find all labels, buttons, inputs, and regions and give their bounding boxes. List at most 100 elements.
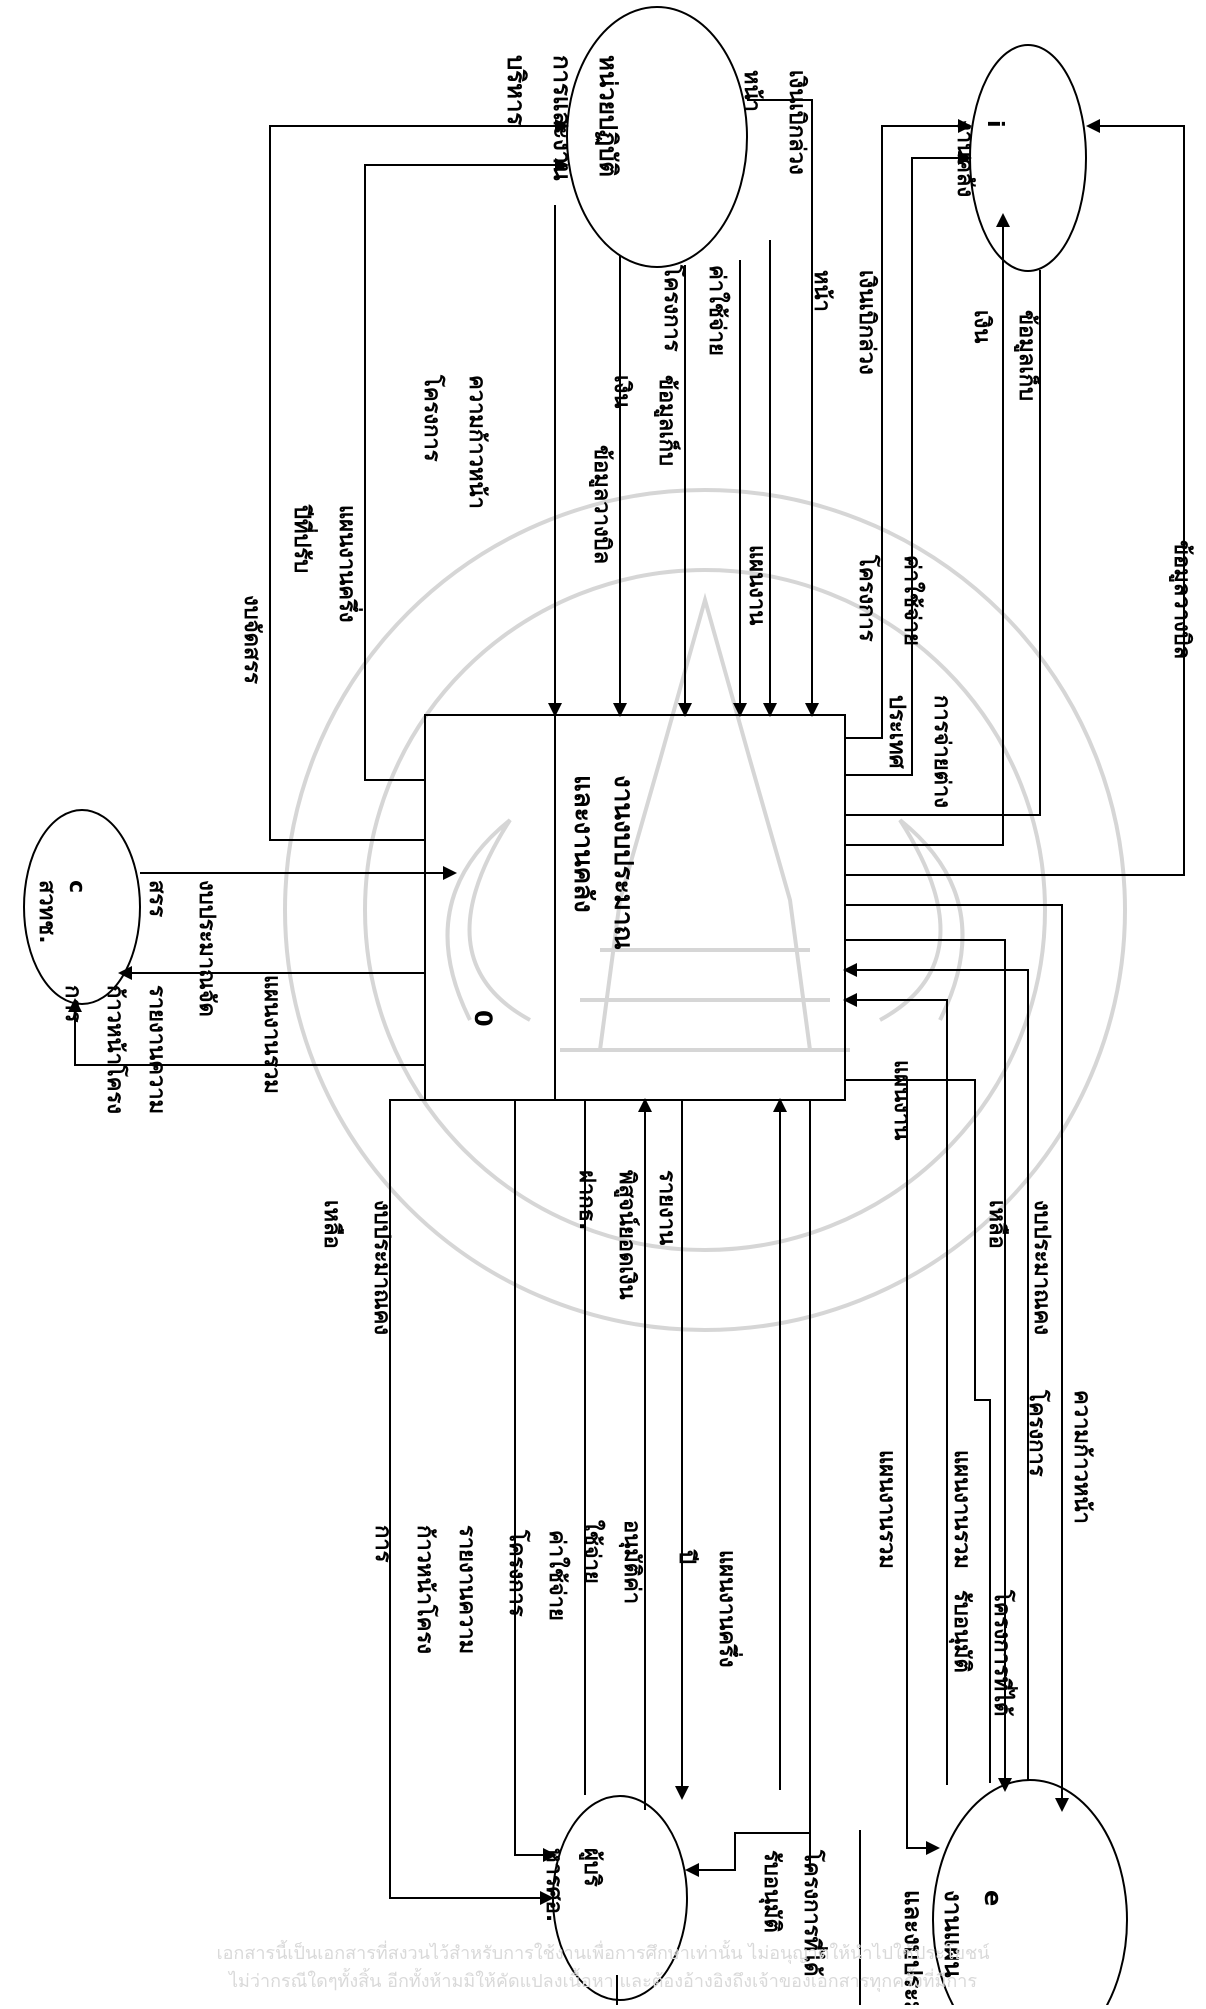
flow-a-expense-label: ค่าใช้จ่าย โครงการ: [504, 1529, 571, 1621]
flow-i-foreign-label-line-2: ประเทศ: [884, 695, 909, 770]
flow-ops-plan-label: แผนงานครึ่งปีที่ปรับ: [289, 504, 364, 623]
flow-c-plan-label-line-1: แผนงานรวม: [259, 975, 284, 1094]
flow-a-approve-label-line-2: ใช้จ่าย: [579, 1520, 606, 1584]
process-name-label-line-2: และงานคลัง: [568, 775, 598, 913]
process-id-label: 0: [469, 1010, 497, 1027]
flow-a-proof-label: รายงาน พิสูจน์ยอดเงิน ฝากธ.: [574, 1170, 679, 1300]
flow-line-ops-alloc: [269, 119, 569, 841]
flow-a-report-label-line-1: รายงานความ: [454, 1525, 479, 1654]
diagram-labels: 0 งานงบประมาณ และงานคลัง cสวทช. หน่วยปฏิบัติ…: [34, 55, 1194, 2009]
flow-a-proof-label-line-3: ฝากธ.: [574, 1170, 599, 1230]
flow-i-advance-label-line-2: หน้า: [809, 270, 834, 312]
flow-a-remaining-label: งบประมาณคง เหลือ: [319, 1200, 394, 1335]
flow-line-e-overall: [843, 993, 948, 1785]
entity-ops-label-line-1: หน่วยปฏิบัติ: [594, 55, 622, 177]
flow-i-expense-label-line-2: โครงการ: [854, 554, 881, 642]
flow-line-i-foreign: [845, 213, 1010, 846]
flow-line-e-approved: [845, 939, 1012, 1792]
flow-ops-lend-label: ข้อมูลวางบิล: [588, 445, 614, 564]
flow-e-overall2-label: แผนงานรวม: [949, 1450, 974, 1569]
flow-a-half-label-line-2: ปี: [674, 1549, 699, 1564]
process-id-label-line-1: 0: [469, 1010, 497, 1027]
flow-e-approved-label-line-2: รับอนุมัติ: [948, 1590, 974, 1673]
flow-ops-expense-label: ค่าใช้จ่าย โครงการ: [659, 264, 731, 356]
flow-i-money-label-line-2: เงิน: [969, 310, 994, 343]
entity-i-label-line-2: งานคลัง: [952, 120, 977, 197]
flow-e-progress-label-line-1: ความก้าวหน้า: [1069, 1390, 1094, 1524]
flow-ops-advance-label: เงินเบิกล่วง หน้า: [739, 70, 809, 175]
flow-a-remaining-label-line-2: เหลือ: [319, 1200, 344, 1249]
flow-ops-money-label-line-1: ข้อมูลเก็บ: [653, 375, 682, 466]
flow-a-half-label: แผนงานครึ่ง ปี: [674, 1549, 744, 1668]
flow-ops-expense-label-line-2: โครงการ: [659, 264, 686, 352]
entity-i-ellipse[interactable]: [969, 44, 1087, 272]
flow-ops-expense-label-line-1: ค่าใช้จ่าย: [704, 265, 731, 356]
flow-ops-advance-label-line-1: เงินเบิกล่วง: [784, 70, 809, 175]
flow-e-progress-label: ความก้าวหน้าโครงการ: [1024, 1389, 1094, 1524]
flow-e-overall-label: แผนงานรวม: [874, 1450, 899, 1569]
flow-c-budget-label: งบประมาณจัดสรร: [144, 880, 219, 1017]
flow-i-money-label-line-1: ข้อมูลเก็บ: [1013, 310, 1042, 401]
flow-ops-plan2-label: แผนงาน: [744, 545, 769, 625]
flow-e-approved-label: โครงการที่ได้ รับอนุมัติ: [948, 1589, 1019, 1716]
flow-a-approved-label-line-1: โครงการที่ได้: [799, 1849, 829, 1976]
process-name-label: งานงบประมาณ และงานคลัง: [568, 775, 638, 950]
entity-c-label-line-1: c: [64, 880, 89, 893]
flow-ops-alloc-label-line-1: งบจัดสรร: [239, 595, 264, 684]
entity-c-ellipse[interactable]: [23, 809, 141, 1005]
flow-line-i-expense: [845, 151, 972, 776]
flow-line-i-money: [845, 270, 1041, 816]
entity-e-ellipse[interactable]: [932, 1779, 1128, 2009]
flow-i-advance-label-line-1: เงินเบิกล่วง: [854, 270, 879, 375]
flow-ops-plan-label-line-1: แผนงานครึ่ง: [334, 505, 364, 623]
flow-line-e-remaining: [843, 963, 1029, 1780]
entity-admin-label-line-2: หารศอ.: [541, 1848, 566, 1922]
flow-line-e-progress: [845, 904, 1069, 1812]
flow-ops-progress-label: ความก้าวหน้าโครงการ: [419, 374, 489, 509]
flow-e-overall-label-line-1: แผนงานรวม: [874, 1450, 899, 1569]
flow-e-overall2-label-line-1: แผนงานรวม: [949, 1450, 974, 1569]
flow-line-i-lend: [845, 119, 1185, 876]
flow-e-plan-label-line-1: แผนงาน: [889, 1060, 914, 1140]
flow-ops-progress-label-line-1: ความก้าวหน้า: [464, 375, 489, 509]
entity-ops-label-line-3: บริหาร: [502, 55, 530, 125]
entity-c-label: cสวทช.: [34, 880, 89, 944]
flow-e-approved-label-line-1: โครงการที่ได้: [989, 1589, 1019, 1716]
flow-a-half-label-line-1: แผนงานครึ่ง: [714, 1550, 744, 1668]
flow-a-report-label-line-2: ก้าวหน้าโครง: [412, 1525, 439, 1654]
flow-i-lend-label: ข้อมูลวางบิล: [1168, 540, 1194, 659]
flow-ops-advance-label-line-2: หน้า: [739, 70, 764, 112]
flow-a-approved-label-line-2: รับอนุมัติ: [758, 1850, 784, 1933]
flow-ops-plan2-label-line-1: แผนงาน: [744, 545, 769, 625]
entity-i-label-line-1: i: [982, 120, 1007, 128]
flow-i-expense-label-line-1: ค่าใช้จ่าย: [899, 555, 926, 646]
flow-a-approve-label: อนุมัติค่า ใช้จ่าย: [579, 1520, 644, 1604]
process-box-0[interactable]: [424, 714, 846, 1101]
flow-c-report-label-line-1: รายงานความ: [144, 985, 169, 1114]
flow-i-foreign-label-line-1: การจ่ายต่าง: [929, 695, 954, 808]
entity-ops-ellipse[interactable]: [566, 6, 748, 268]
flow-a-proof-label-line-2: พิสูจน์ยอดเงิน: [613, 1170, 640, 1300]
flow-a-proof-label-line-1: รายงาน: [654, 1170, 679, 1245]
flow-line-e-plan: [906, 1080, 940, 1855]
flow-a-expense-label-line-1: ค่าใช้จ่าย: [544, 1530, 571, 1621]
flow-a-report-label: รายงานความ ก้าวหน้าโครง การ: [370, 1525, 479, 1654]
flow-a-remaining-label-line-1: งบประมาณคง: [369, 1200, 394, 1335]
flow-c-budget-label-line-2: สรร: [144, 880, 169, 917]
flow-c-report-label-line-3: การ: [60, 985, 85, 1023]
flow-a-approve-label-line-1: อนุมัติค่า: [618, 1520, 644, 1604]
entity-admin-label-line-1: ผู้บริ: [578, 1848, 604, 1887]
entity-admin-label: ผู้บริ หารศอ.: [541, 1848, 604, 1922]
flow-ops-money-label: ข้อมูลเก็บเงิน: [609, 375, 682, 466]
flow-line-e-overall2: [845, 1079, 991, 1783]
flow-e-plan-label: แผนงาน: [889, 1060, 914, 1140]
process-name-label-line-1: งานงบประมาณ: [608, 775, 638, 950]
entity-ops-label-line-2: การและงาน: [548, 55, 576, 181]
flow-a-report-label-line-3: การ: [370, 1525, 395, 1563]
flow-c-report-label-line-2: ก้าวหน้าโครง: [102, 985, 129, 1114]
university-seal-watermark: [283, 488, 1127, 1332]
entity-e-label-line-2: งานแผน: [939, 1890, 967, 1978]
flow-a-expense-label-line-2: โครงการ: [504, 1529, 531, 1617]
flow-line-a-approved-2: [685, 1832, 810, 1877]
